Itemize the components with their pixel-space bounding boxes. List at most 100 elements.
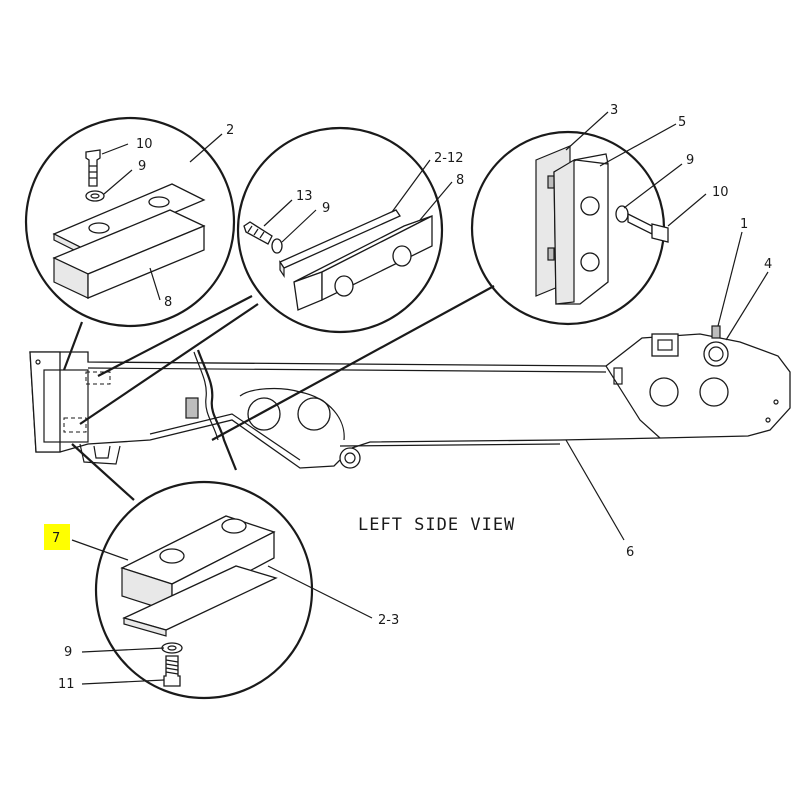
boom-lower-bracket-inner: [93, 445, 111, 459]
boom-bottom-flange: [149, 413, 301, 461]
grease-fitting-boss-inner: [708, 346, 724, 362]
callout-10-b: 10: [712, 185, 729, 200]
leader-7: [71, 539, 129, 561]
boom-lower-bracket: [79, 443, 121, 465]
head-small-hole-1: [773, 399, 779, 405]
detail-d-block-hole-2: [221, 518, 247, 534]
boom-top-flange: [87, 367, 607, 373]
callout-labels: 10 2 9 8 2-12 13 9 8 3 5 9 10 1 4 6 7 2-…: [52, 103, 772, 692]
detail-c-block-edge: [573, 153, 609, 165]
callout-9-d: 9: [64, 645, 72, 660]
detail-a-plate-hole-1: [88, 222, 110, 234]
leader-10-a: [101, 143, 129, 155]
leader-5: [599, 123, 677, 167]
callout-10-a: 10: [136, 137, 153, 152]
detail-b-screw: [243, 221, 273, 245]
boom-hole-1: [247, 397, 281, 431]
callout-13: 13: [296, 189, 313, 204]
break-line-inner: [193, 351, 219, 441]
detail-view-c: [470, 130, 669, 326]
callout-7: 7: [52, 531, 60, 546]
callout-3: 3: [610, 103, 618, 118]
detail-a-washer-hole: [90, 193, 100, 199]
callout-8-b: 8: [456, 173, 464, 188]
boom-assembly: [29, 325, 791, 471]
leader-2: [189, 133, 223, 163]
leader-detail-b-2: [79, 303, 259, 425]
callout-2-3: 2-3: [378, 613, 399, 628]
detail-b-block-front: [293, 271, 323, 311]
leader-2-3: [267, 565, 373, 619]
detail-c-shim-tab-1: [547, 175, 555, 189]
leader-detail-c: [211, 285, 495, 441]
detail-a-circle: [24, 116, 236, 328]
detail-c-block-hole-1: [580, 196, 600, 216]
detail-b-block-hole-2: [392, 245, 412, 267]
detail-a-bolt: [85, 149, 101, 187]
break-line: [196, 349, 238, 471]
detail-b-plate-face: [279, 260, 285, 278]
leader-9-c: [623, 163, 683, 209]
callout-2-12: 2-12: [434, 151, 464, 166]
detail-leaders: [62, 285, 495, 501]
break-clip: [185, 397, 199, 419]
detail-a-washer: [85, 190, 105, 202]
detail-c-shim-tab-2: [547, 247, 555, 261]
head-hole-2: [699, 377, 729, 407]
boom-lower-edge: [339, 443, 561, 447]
leader-4: [725, 271, 769, 341]
detail-view-a: [24, 116, 236, 328]
boom-pin-boss-inner: [344, 452, 356, 464]
callout-7-highlight: [44, 524, 70, 550]
detail-c-bolt-shank: [627, 212, 653, 236]
head-small-hole-2: [765, 417, 771, 423]
detail-b-block-hole-1: [334, 275, 354, 297]
view-title: LEFT SIDE VIEW: [358, 515, 515, 535]
head-sheave-bracket: [651, 333, 679, 357]
leader-9-b: [281, 209, 317, 243]
callout-4: 4: [764, 257, 772, 272]
callout-9-a: 9: [138, 159, 146, 174]
callout-leaders: [71, 111, 769, 685]
leader-13: [263, 199, 293, 227]
callout-9-b: 9: [322, 201, 330, 216]
detail-d-circle: [94, 480, 314, 700]
detail-a-block-side: [87, 225, 205, 299]
detail-d-bolt: [163, 655, 181, 687]
leader-11: [81, 679, 165, 685]
boom-end-plate: [29, 351, 61, 453]
pad-location-upper: [85, 371, 111, 385]
detail-a-bolt-thread: [89, 165, 97, 179]
callout-9-c: 9: [686, 153, 694, 168]
callout-5: 5: [678, 115, 686, 130]
head-sheave-bracket-inner: [657, 339, 673, 351]
detail-view-d: [94, 480, 314, 700]
detail-b-screw-thread: [247, 225, 265, 239]
leader-detail-b-1: [97, 295, 253, 377]
callout-2: 2: [226, 123, 234, 138]
head-hole-1: [649, 377, 679, 407]
detail-b-washer: [271, 238, 283, 254]
detail-c-block-side: [553, 158, 575, 305]
callout-1: 1: [740, 217, 748, 232]
boom-inner-box: [43, 369, 89, 443]
boom-pin-boss: [339, 447, 361, 469]
callout-8-a: 8: [164, 295, 172, 310]
detail-d-plate-edge: [123, 617, 167, 637]
leader-1: [717, 231, 743, 327]
leader-detail-d: [71, 443, 135, 501]
callout-11: 11: [58, 677, 75, 692]
detail-b-circle: [236, 126, 444, 334]
leader-8-b: [419, 181, 453, 221]
detail-view-b: [236, 126, 444, 334]
head-slot: [613, 367, 623, 385]
leader-detail-a: [62, 321, 84, 371]
grease-fitting: [711, 325, 721, 339]
boom-hole-2: [297, 397, 331, 431]
detail-a-plate-hole-2: [148, 196, 170, 208]
detail-c-bolt-head: [651, 223, 669, 243]
leader-8-a: [149, 267, 161, 301]
detail-c-washer: [615, 205, 629, 223]
